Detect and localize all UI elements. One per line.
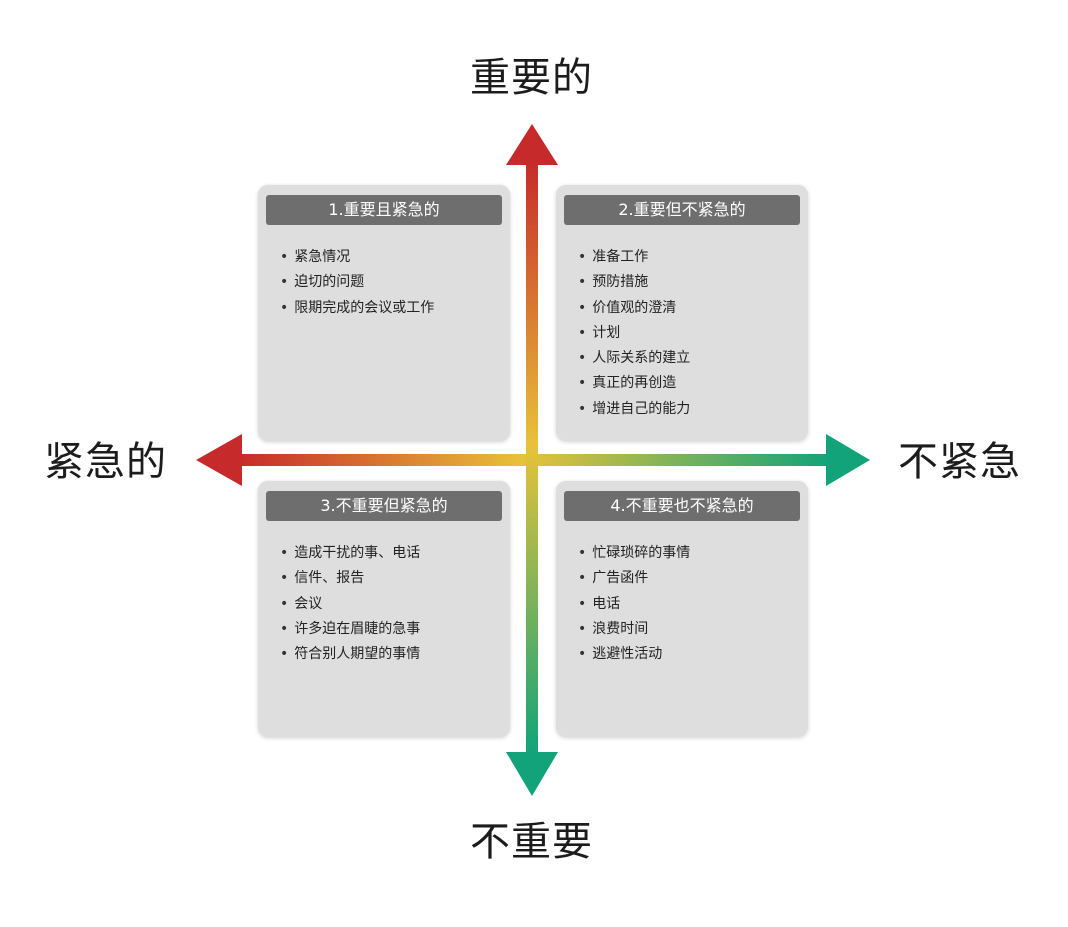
quadrant-title: 1.重要且紧急的 xyxy=(266,195,502,225)
axis-label-not-important: 不重要 xyxy=(470,819,593,865)
list-item: 符合别人期望的事情 xyxy=(280,642,420,667)
axis-label-not-urgent: 不紧急 xyxy=(898,439,1021,485)
list-item: 忙碌琐碎的事情 xyxy=(578,541,690,566)
quadrant-list: 忙碌琐碎的事情 广告函件 电话 浪费时间 逃避性活动 xyxy=(578,541,690,667)
list-item: 人际关系的建立 xyxy=(578,346,690,371)
list-item: 紧急情况 xyxy=(280,245,434,270)
list-item: 计划 xyxy=(578,321,690,346)
axis-label-urgent: 紧急的 xyxy=(44,439,167,485)
quadrant-list: 紧急情况 迫切的问题 限期完成的会议或工作 xyxy=(280,245,434,321)
list-item: 会议 xyxy=(280,592,420,617)
quadrant-title: 4.不重要也不紧急的 xyxy=(564,491,800,521)
quadrant-list: 准备工作 预防措施 价值观的澄清 计划 人际关系的建立 真正的再创造 增进自己的… xyxy=(578,245,690,422)
list-item: 真正的再创造 xyxy=(578,371,690,396)
axis-label-important: 重要的 xyxy=(470,55,593,101)
list-item: 浪费时间 xyxy=(578,617,690,642)
quadrant-list: 造成干扰的事、电话 信件、报告 会议 许多迫在眉睫的急事 符合别人期望的事情 xyxy=(280,541,420,667)
list-item: 价值观的澄清 xyxy=(578,296,690,321)
list-item: 准备工作 xyxy=(578,245,690,270)
list-item: 增进自己的能力 xyxy=(578,397,690,422)
quadrant-not-important-urgent: 3.不重要但紧急的 造成干扰的事、电话 信件、报告 会议 许多迫在眉睫的急事 符… xyxy=(258,481,510,737)
list-item: 造成干扰的事、电话 xyxy=(280,541,420,566)
quadrant-not-important-not-urgent: 4.不重要也不紧急的 忙碌琐碎的事情 广告函件 电话 浪费时间 逃避性活动 xyxy=(556,481,808,737)
arrow-right-icon xyxy=(826,434,870,486)
list-item: 信件、报告 xyxy=(280,566,420,591)
quadrant-important-urgent: 1.重要且紧急的 紧急情况 迫切的问题 限期完成的会议或工作 xyxy=(258,185,510,441)
vertical-axis xyxy=(526,160,538,754)
list-item: 逃避性活动 xyxy=(578,642,690,667)
list-item: 预防措施 xyxy=(578,270,690,295)
list-item: 电话 xyxy=(578,592,690,617)
list-item: 限期完成的会议或工作 xyxy=(280,296,434,321)
quadrant-important-not-urgent: 2.重要但不紧急的 准备工作 预防措施 价值观的澄清 计划 人际关系的建立 真正… xyxy=(556,185,808,441)
list-item: 广告函件 xyxy=(578,566,690,591)
quadrant-title: 2.重要但不紧急的 xyxy=(564,195,800,225)
list-item: 许多迫在眉睫的急事 xyxy=(280,617,420,642)
arrow-left-icon xyxy=(196,434,242,486)
arrow-down-icon xyxy=(506,752,558,796)
quadrant-title: 3.不重要但紧急的 xyxy=(266,491,502,521)
list-item: 迫切的问题 xyxy=(280,270,434,295)
arrow-up-icon xyxy=(506,124,558,165)
